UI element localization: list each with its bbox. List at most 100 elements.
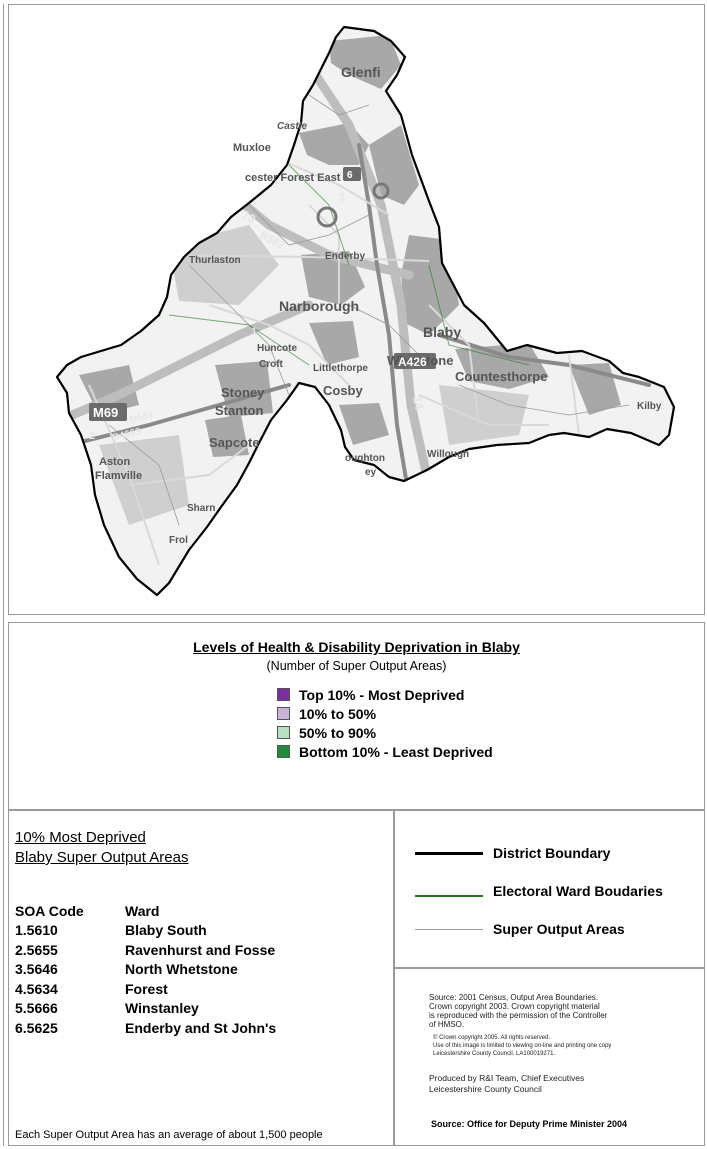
map-detail [57,35,651,566]
soa-table: SOA Code Ward 1.5610 Blaby South 2.5655 … [15,901,276,1038]
source-copyright-2: Use of this image is limited to viewing … [433,1043,612,1049]
road-label-m1: 6 [347,170,353,181]
place-sharnford: Sharn [187,503,215,514]
table-row: 2.5655 Ravenhurst and Fosse [15,940,276,960]
roundabout-icon [316,206,338,228]
ward-boundaries [168,164,530,366]
map-panel: Glenfi Castle Muxloe cester Forest East … [8,4,705,615]
trunk-roads [67,143,651,487]
legend-item-50-90: 50% to 90% [277,723,493,742]
soa-code: 6.5625 [15,1019,58,1036]
district-boundary-line [55,25,676,597]
roundabout-icon [372,182,390,200]
page-left-rule [3,4,4,1146]
line-legend-district: District Boundary [415,845,610,861]
legend-list: Top 10% - Most Deprived 10% to 50% 50% t… [277,685,493,761]
place-willoughby: Willough [427,449,469,460]
road-label-14: 14 [410,395,426,411]
soa-heading-line2: Blaby Super Output Areas [15,849,189,866]
road-label-13: 13 [240,207,259,226]
place-enderby: Enderby [325,251,365,262]
table-row: 4.5634 Forest [15,979,276,999]
soa-ward: Ravenhurst and Fosse [125,941,276,958]
line-sample [415,928,483,930]
place-castle: Castle [277,121,307,132]
table-row: 3.5646 North Whetstone [15,960,276,980]
soa-heading-line1: 10% Most Deprived [15,829,146,846]
legend-label: Bottom 10% - Least Deprived [299,743,493,760]
place-glenfield: Glenfi [341,64,381,80]
line-sample [415,895,483,897]
place-frolesworth: Frol [169,535,188,546]
legend-subtitle: (Number of Super Output Areas) [266,659,447,673]
legend-label: 10% to 50% [299,705,377,722]
a426-shield [394,353,436,369]
place-sapcote: Sapcote [209,435,260,450]
legend-swatch [277,688,290,701]
place-stanton: Stanton [215,403,263,418]
road-label-2: 2 [89,430,95,442]
road-label-a426: A426 [398,355,427,369]
m69-shield [89,403,127,421]
soa-ward: Winstanley [125,1000,199,1017]
table-row: 1.5610 Blaby South [15,921,276,941]
line-legend-panel: District Boundary Electoral Ward Boudari… [394,810,705,968]
legend-item-bottom-10: Bottom 10% - Least Deprived [277,742,493,761]
source-census-4: of HMSO. [429,1020,465,1029]
place-labels: Glenfi Castle Muxloe cester Forest East … [95,64,662,546]
soa-ward-header: Ward [125,902,160,919]
soa-header-row: SOA Code Ward [15,901,276,921]
place-thurlaston: Thurlaston [189,255,241,266]
place-muxloe: Muxloe [233,142,271,154]
table-row: 6.5625 Enderby and St John's [15,1018,276,1038]
soa-code: 5.5666 [15,1000,58,1017]
legend-swatch [277,726,290,739]
place-broughton: oughton [345,453,385,464]
place-huncote: Huncote [257,343,297,354]
place-stoney: Stoney [221,385,265,400]
soa-ward: North Whetstone [125,961,238,978]
place-countesthorpe: Countesthorpe [455,369,547,384]
line-label: Electoral Ward Boudaries [493,883,663,899]
place-flamville: Flamville [95,470,142,482]
legend-panel: Levels of Health & Disability Deprivatio… [8,622,705,810]
district-land [57,27,674,595]
road-label-3: 3 [339,192,345,204]
place-croft: Croft [259,359,284,370]
source-copyright-1: © Crown copyright 2005. All rights reser… [433,1035,551,1041]
road-label-1: 1 [251,326,257,338]
place-cosby: Cosby [323,383,364,398]
source-panel: Source: 2001 Census, Output Area Boundar… [394,968,705,1146]
soa-code: 4.5634 [15,980,58,997]
source-census-3: is reproduced with the permission of the… [429,1011,608,1020]
place-aston: Aston [99,456,130,468]
legend-item-10-50: 10% to 50% [277,704,493,723]
line-label: District Boundary [493,845,611,861]
line-legend-ward: Electoral Ward Boudaries [415,883,663,899]
place-blaby: Blaby [423,324,461,340]
place-astley: ey [365,467,377,478]
place-leicester-forest-east: cester Forest East [245,172,341,184]
soa-code: 1.5610 [15,922,58,939]
soa-note: Each Super Output Area has an average of… [15,1129,323,1141]
legend-title: Levels of Health & Disability Deprivatio… [193,639,520,655]
place-kilby: Kilby [637,401,662,412]
line-legend-soa: Super Output Areas [415,921,625,937]
legend-label: 50% to 90% [299,724,377,741]
place-littlethorpe: Littlethorpe [313,363,368,374]
source-produced-2: Leicestershire County Council [429,1084,542,1094]
source-census-2: Crown copyright 2003. Crown copyright ma… [429,1002,600,1011]
source-final: Source: Office for Deputy Prime Minister… [431,1119,628,1129]
soa-code: 3.5646 [15,961,58,978]
district-map: Glenfi Castle Muxloe cester Forest East … [55,25,676,597]
source-census-1: Source: 2001 Census, Output Area Boundar… [429,993,598,1002]
soa-panel: 10% Most Deprived Blaby Super Output Are… [8,810,394,1146]
place-narborough: Narborough [279,298,359,314]
legend-label: Top 10% - Most Deprived [299,686,465,703]
m1-shield [343,167,361,181]
source-produced-1: Produced by R&I Team, Chief Executives [429,1073,585,1083]
place-whetstone: Whetstone [387,353,453,368]
soa-ward: Enderby and St John's [125,1019,277,1036]
soa-code-header: SOA Code [15,902,84,919]
table-row: 5.5666 Winstanley [15,999,276,1019]
